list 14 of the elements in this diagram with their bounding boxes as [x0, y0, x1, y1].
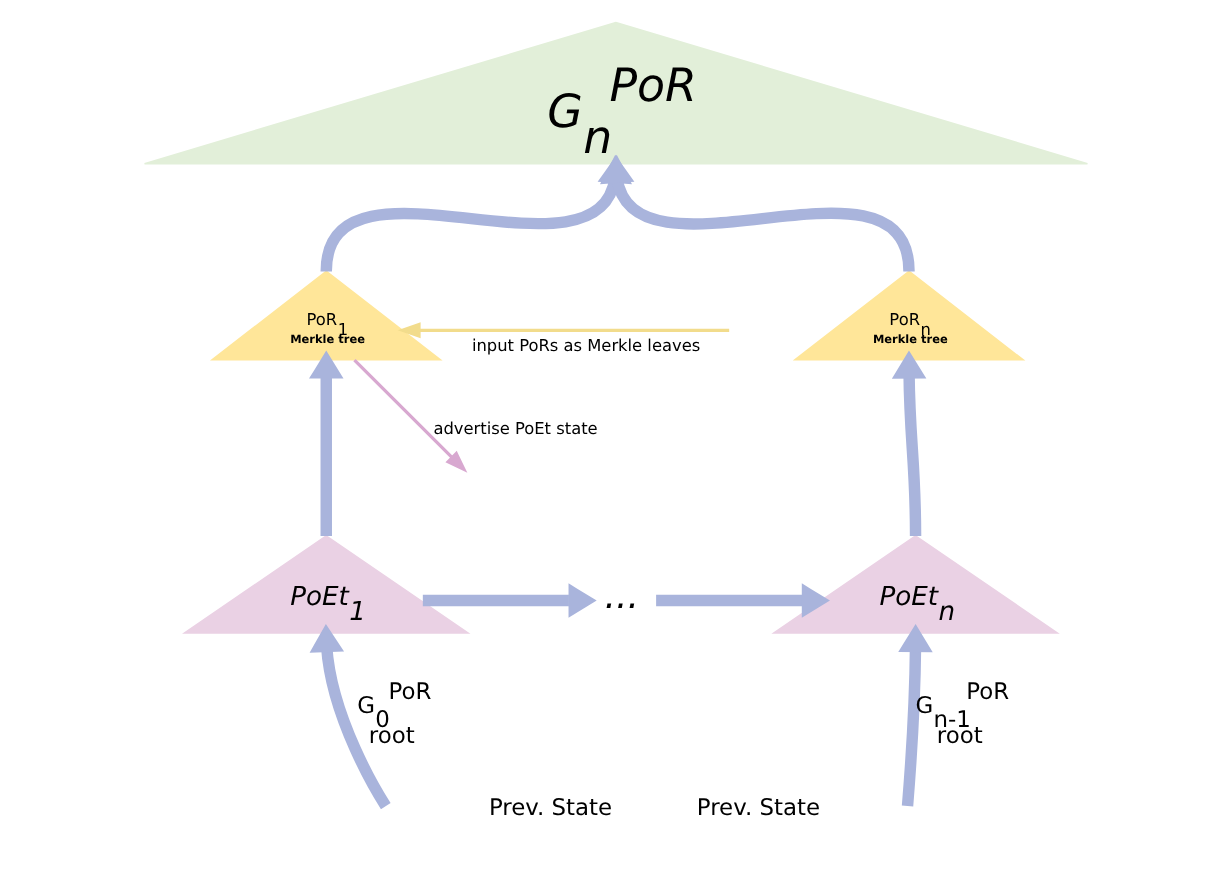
arrow [308, 624, 390, 810]
edge-label: input PoRs as Merkle leaves [470, 334, 700, 355]
arrow [897, 624, 932, 807]
arrow [421, 583, 596, 618]
label: Prev. State [695, 793, 820, 822]
arrow [352, 358, 467, 473]
node-text: ... [603, 576, 638, 619]
arrow [396, 322, 729, 339]
arrow [308, 350, 343, 536]
arrow [890, 350, 926, 536]
arrow [599, 154, 914, 273]
edge-label: advertise PoEt state [432, 418, 597, 439]
arrow [655, 583, 829, 618]
label: Prev. State [487, 793, 612, 822]
